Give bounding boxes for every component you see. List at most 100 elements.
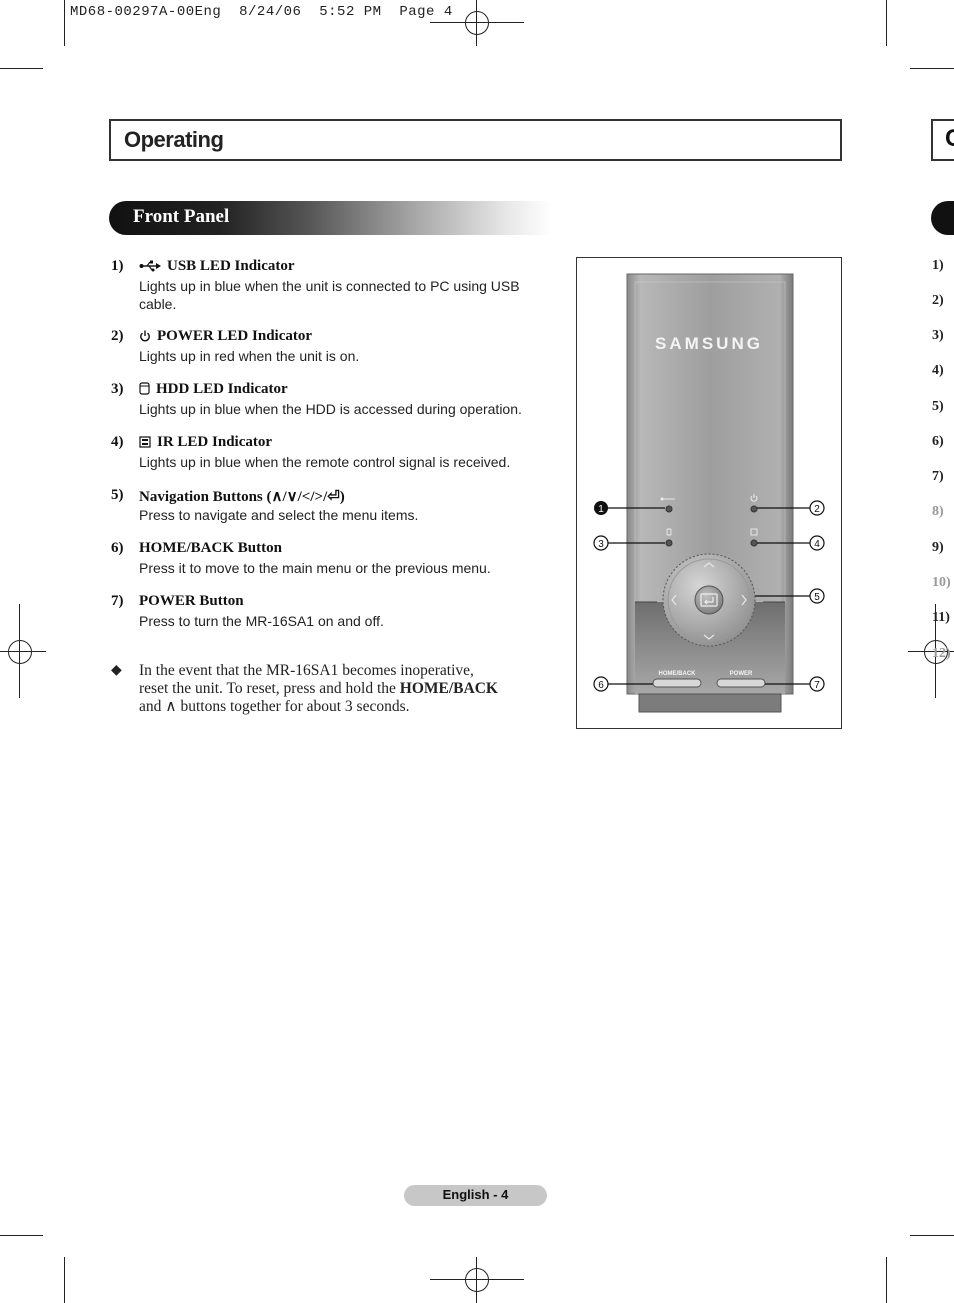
registration-mark-bottom: [430, 1257, 524, 1303]
power-led: [750, 505, 758, 513]
item-description: Lights up in blue when the HDD is access…: [139, 401, 522, 417]
item-description: Press it to move to the main menu or the…: [139, 560, 491, 576]
registration-mark-top: [430, 0, 524, 46]
item-number: 4): [111, 434, 124, 450]
item-title: Navigation Buttons (∧/∨/</>/⏎): [139, 489, 345, 505]
side-number: 7): [932, 469, 944, 484]
item-description: Lights up in blue when the unit is conne…: [139, 278, 520, 312]
item-description: Press to navigate and select the menu it…: [139, 507, 419, 523]
item-title-row: POWER LED Indicator: [139, 328, 312, 345]
item-title: POWER LED Indicator: [157, 328, 313, 344]
svg-text:2: 2: [814, 504, 820, 515]
ir-icon: [139, 436, 151, 448]
section-header-bar: Front Panel: [109, 201, 552, 235]
note-line-2-text: reset the unit. To reset, press and hold…: [139, 680, 400, 697]
item-title: HOME/BACK Button: [139, 540, 282, 556]
item-title: POWER Button: [139, 593, 244, 609]
item-number: 6): [111, 540, 124, 556]
side-number: 3): [932, 328, 944, 343]
left-arrow-icon[interactable]: [671, 594, 677, 606]
side-number: 11): [932, 610, 950, 625]
note-line-3: and ∧ buttons together for about 3 secon…: [139, 698, 410, 715]
callout-6: 6: [593, 676, 609, 692]
right-arrow-icon[interactable]: [741, 594, 747, 606]
callout-3: 3: [593, 535, 609, 551]
home-back-button[interactable]: [652, 678, 702, 688]
callout-5: 5: [809, 588, 825, 604]
power-icon: [750, 494, 758, 502]
callout-7: 7: [809, 676, 825, 692]
enter-button[interactable]: [694, 585, 724, 615]
callout-1: 1: [594, 501, 608, 515]
page-number-label: English - 4: [442, 1187, 509, 1202]
item-number: 2): [111, 328, 124, 344]
power-icon: [140, 330, 150, 342]
home-back-label: HOME/BACK: [659, 671, 697, 677]
samsung-logo: SAMSUNG: [655, 334, 763, 353]
svg-text:1: 1: [598, 504, 604, 515]
note-line-2-bold: HOME/BACK: [399, 680, 498, 697]
page-title: Operating: [124, 127, 224, 152]
callout-4: 4: [809, 535, 825, 551]
svg-text:5: 5: [814, 592, 820, 603]
front-panel-illustration: SAMSUNG HOME/BACK POWER: [593, 273, 825, 713]
item-title-row: IR LED Indicator: [139, 434, 272, 451]
item-title: IR LED Indicator: [157, 434, 273, 450]
svg-text:4: 4: [814, 539, 820, 550]
usb-icon: [660, 497, 675, 501]
hdd-icon: [139, 382, 150, 395]
item-description: Lights up in blue when the remote contro…: [139, 454, 511, 470]
power-label: POWER: [730, 671, 753, 677]
next-page-title-fragment: C: [931, 119, 954, 161]
item-description: Press to turn the MR-16SA1 on and off.: [139, 613, 384, 629]
hdd-icon: [666, 528, 672, 536]
power-button[interactable]: [716, 678, 766, 688]
item-title: USB LED Indicator: [167, 258, 295, 274]
callout-2: 2: [809, 500, 825, 516]
side-number: 12): [932, 646, 951, 661]
side-number: 4): [932, 363, 944, 378]
item-number: 1): [111, 258, 124, 274]
crop-mark: [910, 1235, 954, 1236]
callout-lines: [607, 507, 811, 685]
ir-led: [750, 539, 758, 547]
usb-led: [665, 505, 673, 513]
usb-icon: [139, 260, 161, 272]
crop-mark: [64, 0, 65, 46]
page-title-box: Operating: [109, 119, 842, 161]
registration-mark-right: [908, 604, 954, 698]
registration-mark-left: [0, 604, 46, 698]
note-line-1: In the event that the MR-16SA1 becomes i…: [139, 662, 474, 679]
crop-mark: [0, 1235, 43, 1236]
side-number: 1): [932, 258, 944, 273]
item-number: 3): [111, 381, 124, 397]
svg-text:6: 6: [598, 680, 604, 691]
next-page-title-text: C: [945, 125, 954, 153]
diamond-bullet-icon: ◆: [111, 663, 122, 678]
crop-mark: [910, 68, 954, 69]
section-title: Front Panel: [133, 206, 230, 227]
side-number: 8): [932, 504, 944, 519]
print-header: MD68-00297A-00Eng 8/24/06 5:52 PM Page 4: [70, 4, 453, 20]
item-description: Lights up in red when the unit is on.: [139, 348, 360, 364]
side-number: 6): [932, 434, 944, 449]
crop-mark: [0, 68, 43, 69]
item-title-row: HDD LED Indicator: [139, 381, 288, 398]
side-number: 10): [932, 575, 951, 590]
side-number: 2): [932, 293, 944, 308]
enter-icon: [700, 593, 718, 607]
item-title-row: USB LED Indicator: [139, 258, 295, 275]
up-arrow-icon[interactable]: [703, 562, 715, 568]
item-number: 7): [111, 593, 124, 609]
item-number: 5): [111, 487, 124, 503]
page-footer: English - 4: [404, 1185, 547, 1206]
side-number: 9): [932, 540, 944, 555]
crop-mark: [886, 1257, 887, 1303]
down-arrow-icon[interactable]: [703, 634, 715, 640]
hdd-led: [665, 539, 673, 547]
item-title: HDD LED Indicator: [156, 381, 288, 397]
next-page-section-bar: [931, 201, 954, 235]
note-line-2: reset the unit. To reset, press and hold…: [139, 680, 539, 698]
svg-text:7: 7: [814, 680, 820, 691]
front-panel-figure: SAMSUNG HOME/BACK POWER: [576, 257, 842, 729]
